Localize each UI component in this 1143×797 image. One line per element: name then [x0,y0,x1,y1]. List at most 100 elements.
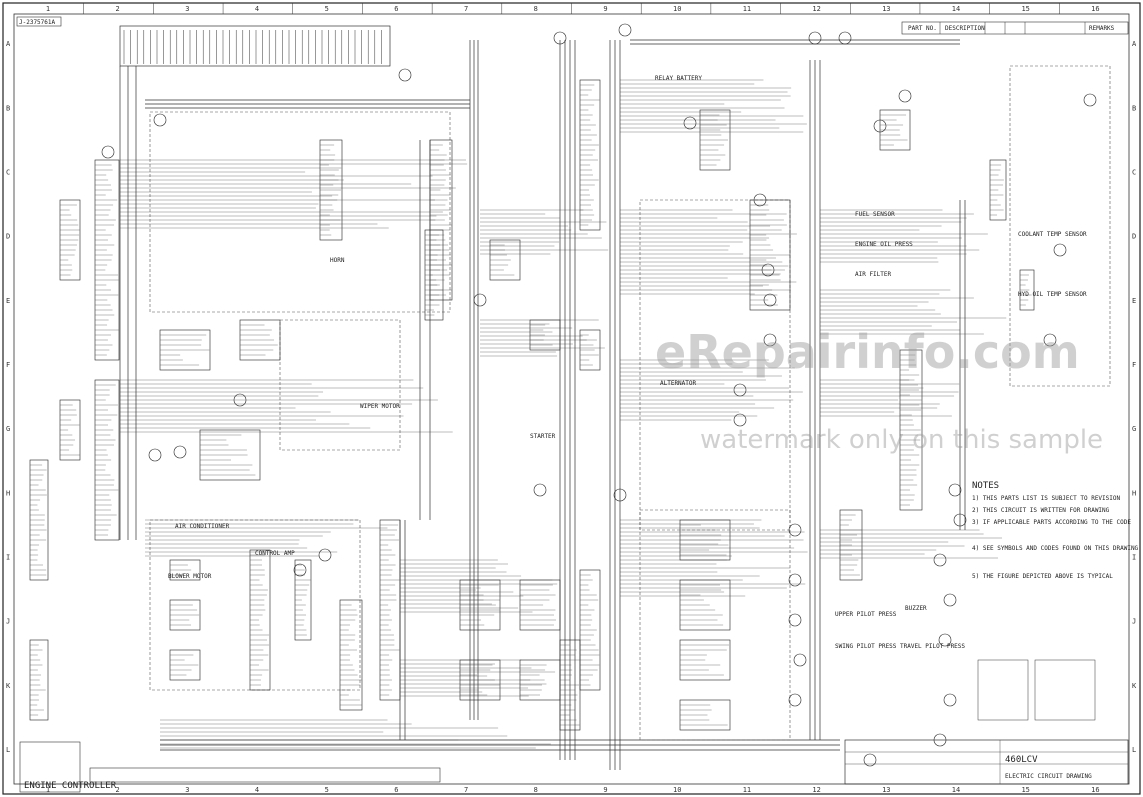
coolant-temp-label: COOLANT TEMP SENSOR [1018,231,1087,238]
column-marker: 16 [1091,5,1099,13]
column-marker: 3 [185,786,189,794]
component-symbol [943,593,957,607]
row-marker: I [1132,553,1136,561]
column-marker: 5 [325,5,329,13]
row-marker: E [1132,297,1136,305]
component-symbol [793,653,807,667]
component-symbol [788,523,802,537]
column-marker: 13 [882,786,890,794]
row-marker: K [1132,682,1137,690]
column-marker: 9 [603,786,607,794]
row-marker: F [1132,361,1136,369]
row-marker: D [1132,233,1136,241]
row-marker: J [6,618,10,626]
component-symbol [953,513,967,527]
wiper-motor-label: WIPER MOTOR [360,403,400,410]
component-symbol [788,693,802,707]
watermark-caption: watermark only on this sample [700,425,1103,455]
column-marker: 8 [534,5,538,13]
fuel-sensor-label: FUEL SENSOR [855,211,895,218]
column-marker: 3 [185,5,189,13]
note-line: 5) THE FIGURE DEPICTED ABOVE IS TYPICAL [972,573,1113,580]
row-marker: B [1132,104,1136,112]
component-symbol [1083,93,1097,107]
component-symbol [763,293,777,307]
component-symbol [948,483,962,497]
travel-pilot-label: TRAVEL PILOT PRESS [900,643,965,650]
watermark-brand: eRepairinfo.com [655,325,1080,379]
component-symbol [938,633,952,647]
column-marker: 8 [534,786,538,794]
remarks-header: REMARKS [1089,25,1115,32]
component-symbol [838,31,852,45]
row-marker: A [6,40,11,48]
row-marker: C [6,168,10,176]
component-symbol [173,445,187,459]
component-symbol [553,31,567,45]
component-symbol [318,548,332,562]
column-marker: 6 [394,786,398,794]
relay-battery-label: RELAY BATTERY [655,75,702,82]
title-block-header: PART NO. DESCRIPTION REMARKS [901,21,1129,35]
component-symbol [763,333,777,347]
column-marker: 10 [673,5,681,13]
component-symbol [863,753,877,767]
column-marker: 7 [464,5,468,13]
column-markers: 1122334455667788991010111112121313141415… [46,3,1100,794]
component-symbol [898,89,912,103]
row-marker: J [1132,618,1136,626]
air-filter-label: AIR FILTER [855,271,892,278]
row-marker: D [6,233,10,241]
row-marker: L [6,746,10,754]
column-marker: 4 [255,786,259,794]
row-marker: B [6,104,10,112]
component-symbol [1043,333,1057,347]
component-symbol [398,68,412,82]
row-marker: A [1132,40,1137,48]
zone-frame [13,13,1130,785]
row-marker: K [6,682,11,690]
component-symbol [618,23,632,37]
horn-label: HORN [330,257,345,264]
upper-pilot-label: UPPER PILOT PRESS [835,611,897,618]
sheet-title: ELECTRIC CIRCUIT DRAWING [1005,773,1092,780]
wire-bundles [120,79,1007,749]
component-symbol [153,113,167,127]
notes-heading: NOTES [972,481,999,491]
column-marker: 7 [464,786,468,794]
part-no-header: PART NO. [908,25,937,32]
component-symbol [808,31,822,45]
column-marker: 12 [812,786,820,794]
swing-pilot-label: SWING PILOT PRESS [835,643,897,650]
engine-controller-label: ENGINE CONTROLLER [24,781,117,791]
connector-blocks [29,23,1097,767]
starter-label: STARTER [530,433,556,440]
note-line: 2) THIS CIRCUIT IS WRITTEN FOR DRAWING [972,507,1110,514]
component-symbol [613,488,627,502]
component-symbol [1053,243,1067,257]
row-marker: F [6,361,10,369]
component-symbol [943,693,957,707]
row-marker: H [1132,489,1136,497]
component-symbol [733,383,747,397]
wiring-trunks [119,39,966,770]
component-symbol [101,145,115,159]
column-marker: 5 [325,786,329,794]
component-symbol [788,573,802,587]
dashed-subassemblies [149,65,1111,741]
alternator-label: ALTERNATOR [660,380,697,387]
column-marker: 13 [882,5,890,13]
control-amp-label: CONTROL AMP [255,550,295,557]
component-symbol [733,413,747,427]
column-marker: 6 [394,5,398,13]
component-symbol [533,483,547,497]
column-marker: 15 [1021,786,1029,794]
column-marker: 1 [46,5,50,13]
row-marker: G [6,425,10,433]
column-marker: 10 [673,786,681,794]
row-marker: E [6,297,10,305]
drawing-number: J-2375761A [19,19,56,26]
